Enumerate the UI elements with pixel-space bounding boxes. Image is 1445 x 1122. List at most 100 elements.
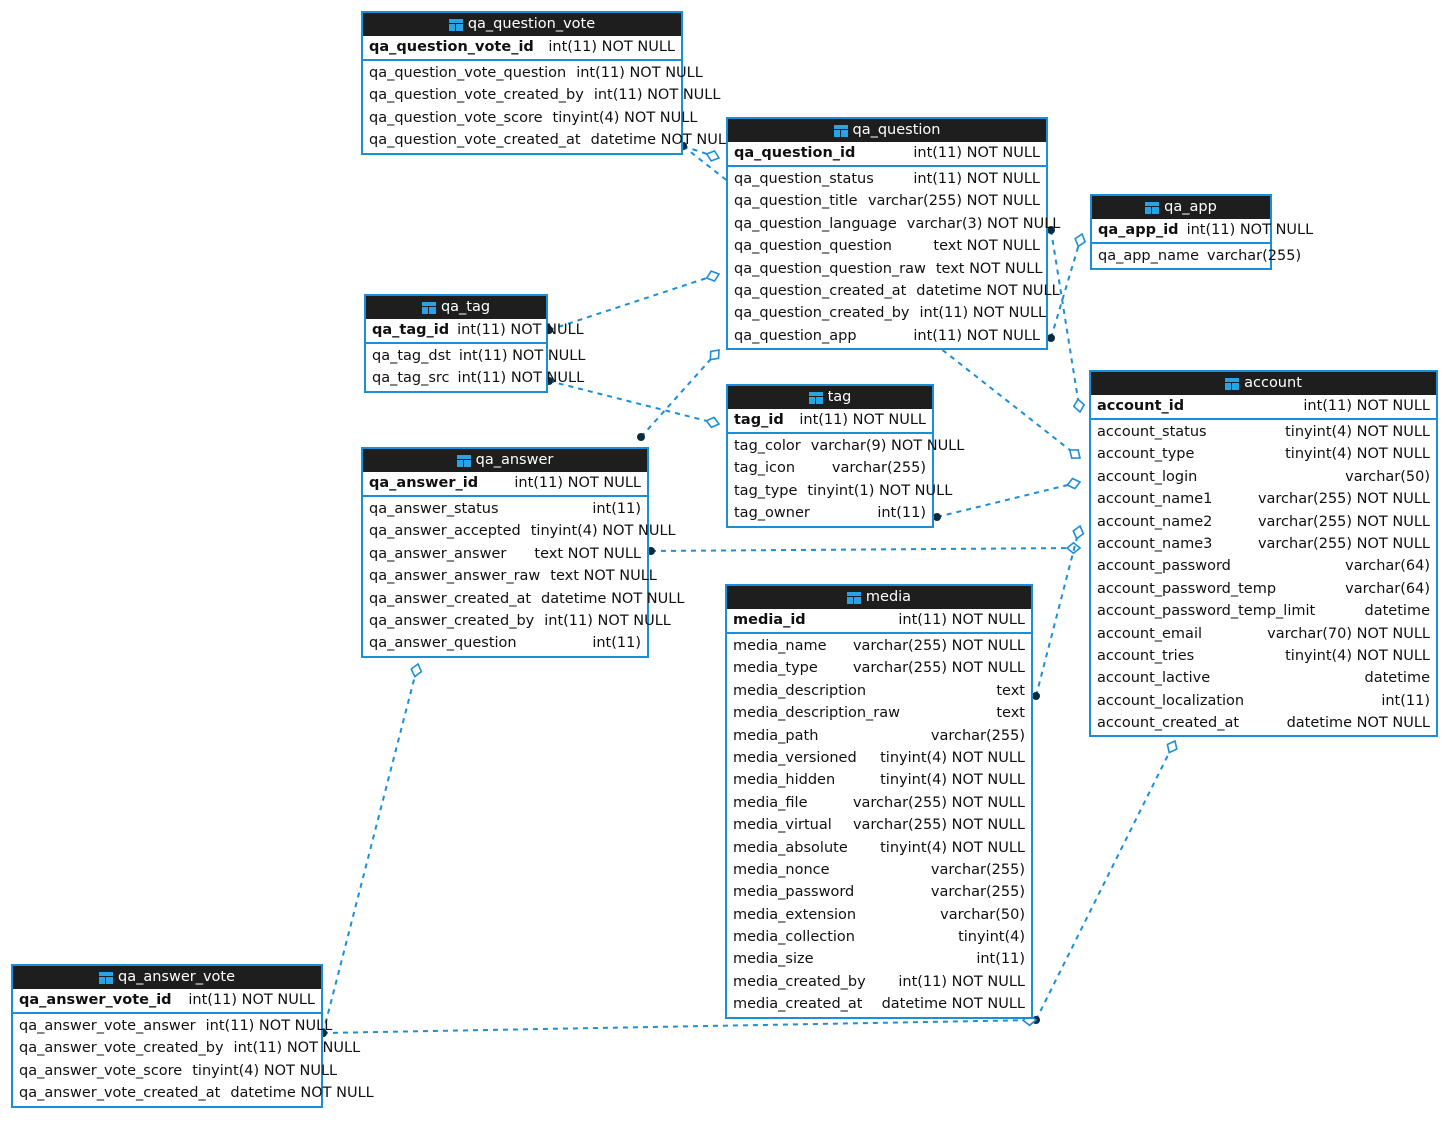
field-name: tag_id [734,412,784,428]
field-type: tinyint(4) NOT NULL [192,1062,338,1079]
field-type: text NOT NULL [933,238,1040,255]
entity-table-qa_question[interactable]: qa_question qa_question_id int(11) NOT NUL… [726,117,1060,351]
table-header-qa_tag[interactable]: qa_tag [366,296,546,319]
entity-table-qa_app[interactable]: qa_app qa_app_id int(11) NOT NULL qa_app_na… [1090,194,1313,271]
table-header-tag[interactable]: tag [728,386,932,409]
table-icon [1225,377,1240,390]
field-type: int(11) NOT NULL [457,322,584,338]
field-type: varchar(255) NOT NULL [852,638,1025,654]
table-header-qa_question_vote[interactable]: qa_question_vote [363,13,681,36]
field-name: account_localization [1097,692,1245,709]
field-name: qa_answer_vote_score [19,1062,183,1079]
table-header-qa_answer[interactable]: qa_answer [363,449,647,472]
field-name: qa_app_id [1098,222,1179,238]
field-type: int(11) NOT NULL [1186,222,1314,238]
table-name: media [865,589,912,605]
field-type: int(11) [877,505,926,522]
field-type: tinyint(4) NOT NULL [1285,647,1430,664]
primary-key-row: qa_question_id int(11) NOT NULL [728,142,1046,165]
field-name: media_description [733,682,867,699]
table-header-qa_answer_vote[interactable]: qa_answer_vote [13,966,321,989]
field-type: tinyint(4) NOT NULL [530,523,676,540]
field-type: tinyint(4) [958,929,1025,946]
primary-key-section: qa_question_id int(11) NOT NULL [728,142,1046,167]
table-icon [846,591,861,604]
field-name: qa_answer_vote_created_at [19,1085,221,1102]
field-name: account_type [1097,446,1195,463]
field-name: account_id [1097,398,1185,414]
field-type: int(11) NOT NULL [1303,398,1430,414]
table-name: qa_question_vote [467,16,596,32]
field-name: qa_answer_answer_raw [369,568,541,585]
primary-key-section: account_id int(11) NOT NULL [1091,395,1436,420]
field-name: media_absolute [733,839,848,856]
field-name: account_name2 [1097,513,1213,530]
field-type: int(11) NOT NULL [548,39,675,55]
field-type: varchar(255) NOT NULL [852,817,1025,834]
table-header-qa_question[interactable]: qa_question [728,119,1046,142]
relationship-media-created_by-to-account [1032,524,1085,700]
field-name: media_size [733,951,814,968]
field-name: qa_answer_created_by [369,612,535,629]
field-type: varchar(255) NOT NULL [1257,535,1430,552]
field-type: int(11) NOT NULL [576,65,703,81]
table-header-account[interactable]: account [1091,372,1436,395]
table-name: qa_answer_vote [117,969,236,985]
field-type: datetime [1364,670,1430,687]
table-icon [456,454,471,467]
field-name: media_file [733,794,808,811]
field-name: qa_question_question_raw [734,260,926,277]
field-type: int(11) NOT NULL [913,145,1040,161]
field-type: varchar(255) [1207,248,1302,264]
table-icon [1145,201,1160,214]
table-header-qa_app[interactable]: qa_app [1092,196,1270,219]
table-name: qa_answer [475,452,554,468]
relationship-qa_question-created_by-to-account [1047,226,1086,414]
field-type: datetime NOT NULL [916,282,1060,299]
field-name: account_password [1097,558,1231,575]
relationship-tag-owner-to-account [933,477,1082,521]
field-name: qa_question_vote_created_at [369,132,581,149]
table-icon [808,391,823,404]
table-header-media[interactable]: media [727,586,1031,609]
field-name: qa_question_id [734,145,856,161]
field-name: media_type [733,660,818,677]
